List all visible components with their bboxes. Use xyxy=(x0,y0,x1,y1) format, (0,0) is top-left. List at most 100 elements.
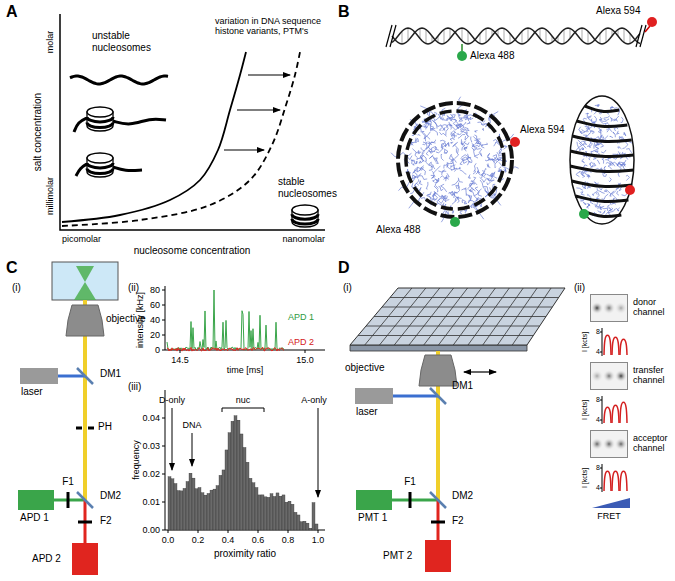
donor-beam xyxy=(392,499,438,502)
acceptor-dye xyxy=(625,185,635,195)
axis-title: intensity [kHz] xyxy=(135,292,145,348)
laser-beam xyxy=(58,375,85,378)
axis-tick xyxy=(258,530,259,533)
axis-tick xyxy=(600,400,602,401)
histogram-bar xyxy=(309,528,312,530)
histogram-bar xyxy=(249,478,252,530)
histogram-bar xyxy=(219,475,222,530)
dna-tail xyxy=(76,164,87,176)
figure-label: 60 xyxy=(150,300,160,310)
figure-label: 0.6 xyxy=(252,535,265,545)
dna-wrap xyxy=(87,123,113,128)
histogram-bar xyxy=(168,477,171,530)
detection-volume xyxy=(74,282,96,300)
figure-label: APD 2 xyxy=(288,337,314,347)
panel-letter: A xyxy=(6,3,18,21)
figure-label: (ii) xyxy=(574,282,585,294)
figure-label: PH xyxy=(98,421,112,433)
dna-superhelix xyxy=(406,111,504,209)
figure-label: 1.0 xyxy=(312,535,325,545)
figure-label: 0.04 xyxy=(142,413,160,423)
histogram-bar xyxy=(189,473,192,530)
histogram-bar xyxy=(201,493,204,530)
figure-label: picomolar xyxy=(62,234,101,244)
filter xyxy=(78,521,92,524)
axis-tick xyxy=(600,352,602,353)
histone-octamer xyxy=(391,97,519,222)
pointer-arrow xyxy=(172,408,173,470)
donor-dye xyxy=(579,209,589,219)
well-image xyxy=(603,370,616,383)
plate-wells xyxy=(358,288,559,345)
axis-tick xyxy=(162,305,165,306)
figure-label: stable nucleosomes xyxy=(278,176,340,199)
figure-label: 4 xyxy=(596,348,600,356)
acceptor-beam xyxy=(437,500,440,540)
histogram-bar xyxy=(195,489,198,530)
axis-tick xyxy=(600,468,602,469)
objective-lens xyxy=(419,355,457,386)
histogram-bar xyxy=(306,523,309,530)
well-image xyxy=(591,302,604,315)
histogram-bar xyxy=(291,504,294,530)
figure-label: objective xyxy=(345,362,384,374)
node-label: acceptor channel xyxy=(633,433,671,454)
histogram-bar xyxy=(312,503,315,530)
dye-linker xyxy=(461,44,463,51)
axis-tick xyxy=(162,446,165,447)
figure-label: 14.5 xyxy=(171,355,189,365)
node-label: transfer channel xyxy=(633,365,671,386)
figure-label: 8 xyxy=(596,396,600,404)
optics-box: APD 2 xyxy=(72,543,98,575)
histogram-bar xyxy=(282,495,285,530)
dna-wrap xyxy=(87,163,113,168)
fret-wedge xyxy=(592,498,630,508)
figure-label: 8 xyxy=(596,328,600,336)
dna-wrap xyxy=(292,214,318,219)
figure-label: 0.02 xyxy=(142,469,160,479)
histogram-bar xyxy=(258,495,261,530)
figure-label: 0.4 xyxy=(222,535,235,545)
intensity-profile xyxy=(604,407,611,423)
dna-wrap xyxy=(87,169,113,174)
node-label: APD 1 xyxy=(20,512,49,524)
histogram-bar xyxy=(273,496,276,530)
pointer-arrow xyxy=(192,433,193,466)
axis-tick xyxy=(162,350,165,351)
donor-dye xyxy=(457,51,467,61)
histogram-bar xyxy=(198,488,201,530)
donor-dye xyxy=(450,217,460,227)
axis-tick xyxy=(162,320,165,321)
figure-label: (ii) xyxy=(128,282,139,294)
histogram-bar xyxy=(216,486,219,530)
axis-title: frequency xyxy=(131,440,141,480)
well-image xyxy=(591,370,604,383)
histogram-bar xyxy=(294,512,297,530)
histogram-bar xyxy=(192,478,195,530)
histogram-bar xyxy=(303,521,306,530)
figure-label: F2 xyxy=(100,515,112,527)
axis-tick xyxy=(162,502,165,503)
histogram-bar xyxy=(207,493,210,530)
figure-label: 40 xyxy=(150,315,160,325)
intensity-profile xyxy=(612,405,619,423)
nucleosome-outline xyxy=(570,96,634,224)
plate-side xyxy=(350,345,527,351)
figure-label: F2 xyxy=(452,515,464,527)
histogram-bar xyxy=(240,434,243,530)
figure-label: 0.03 xyxy=(142,441,160,451)
stability-curve xyxy=(62,52,246,222)
figure-label: nuc xyxy=(236,395,251,405)
histogram-bar xyxy=(252,483,255,530)
pointer-arrow xyxy=(318,408,319,497)
figure-label: unstable nucleosomes xyxy=(92,30,162,53)
figure-label: 4 xyxy=(596,484,600,492)
figure-label: 8 xyxy=(596,464,600,472)
image-ground xyxy=(590,294,628,322)
histogram-bar xyxy=(267,497,270,530)
axis-tick xyxy=(162,530,165,531)
dna-superhelix xyxy=(398,103,512,217)
axis-tick xyxy=(162,290,165,291)
histogram-bar xyxy=(231,421,234,530)
